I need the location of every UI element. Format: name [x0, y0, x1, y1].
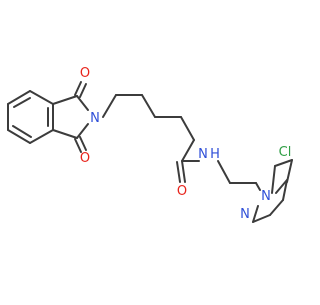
bond: [271, 165, 276, 194]
bond: [102, 94, 117, 118]
atom-nitrogen: N: [261, 189, 271, 204]
atom-oxygen: O: [80, 151, 90, 166]
bond-inner: [13, 97, 31, 108]
bond: [255, 182, 261, 191]
bond: [252, 205, 259, 223]
atom-hydrogen: H: [210, 147, 220, 162]
bond: [286, 159, 293, 183]
bond: [7, 129, 31, 144]
bond: [274, 159, 293, 167]
bond: [7, 90, 31, 105]
bond: [29, 129, 54, 144]
bond-double: [176, 161, 181, 183]
bonds: [7, 81, 293, 223]
bond: [29, 90, 54, 105]
bond-inner: [12, 125, 32, 138]
atom-chlorine: Cl: [279, 145, 292, 160]
bond: [141, 94, 156, 118]
atom-oxygen: O: [80, 66, 90, 81]
bond: [76, 123, 89, 139]
atom-oxygen: O: [177, 184, 187, 199]
bond-double: [79, 83, 87, 98]
bond-double: [74, 138, 82, 153]
bond-double: [79, 136, 87, 151]
bond: [217, 160, 231, 184]
bond: [180, 116, 195, 141]
bond: [269, 199, 284, 216]
bond-double: [74, 81, 82, 96]
bond: [282, 179, 288, 201]
bond: [252, 214, 271, 223]
bond: [52, 95, 78, 105]
molecule-canvas: O O N O N H N N Cl: [7, 66, 293, 223]
bond: [52, 129, 78, 139]
atom-nitrogen: N: [198, 147, 208, 162]
structure-diagram: O O N O N H N N Cl: [7, 66, 293, 223]
bond: [181, 139, 195, 162]
atom-nitrogen: N: [90, 111, 100, 126]
atom-nitrogen: N: [240, 207, 250, 222]
bond: [275, 179, 288, 194]
bond-double: [181, 160, 186, 183]
bond: [76, 95, 89, 111]
